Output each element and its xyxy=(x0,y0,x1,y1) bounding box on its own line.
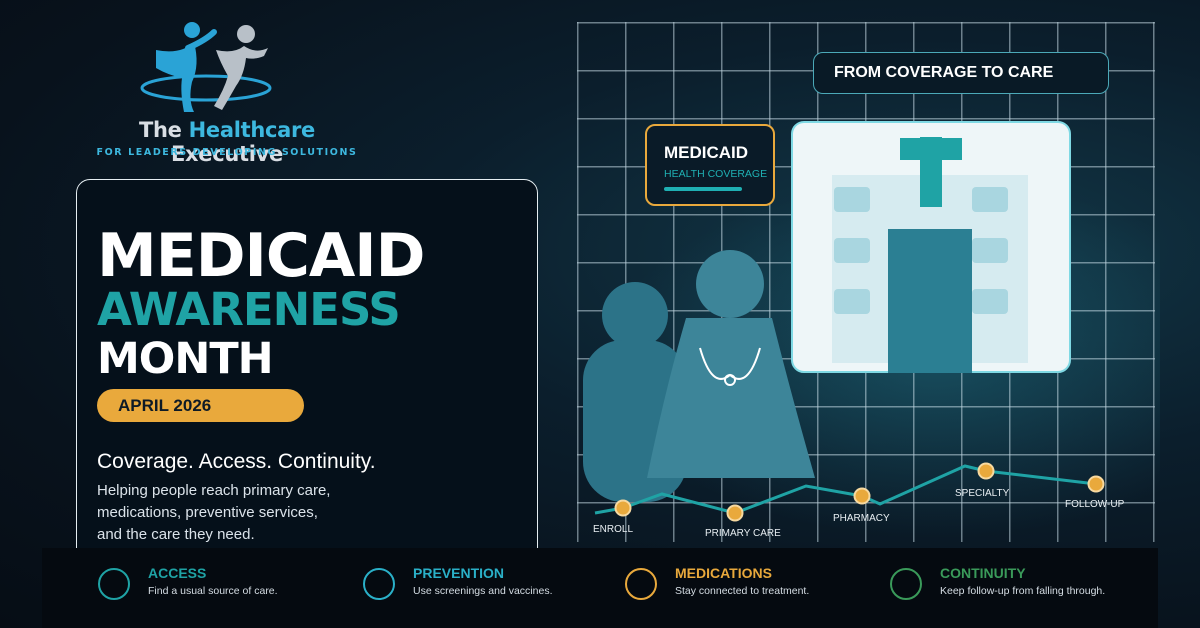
card-subtitle: HEALTH COVERAGE xyxy=(664,168,768,180)
footer-title: ACCESS xyxy=(148,565,207,581)
description-line: medications, preventive services, xyxy=(97,504,318,521)
journey-label-enroll: ENROLL xyxy=(593,524,633,535)
headline-medicaid: MEDICAID xyxy=(97,221,425,291)
footer-bar: ACCESS Find a usual source of care. PREV… xyxy=(42,548,1158,628)
journey-point-pharmacy xyxy=(853,487,871,505)
medications-circle-icon xyxy=(625,568,657,600)
journey-point-primary-care xyxy=(726,504,744,522)
card-title: MEDICAID xyxy=(664,143,749,162)
logo: The Healthcare Executive FOR LEADERS DEV… xyxy=(96,20,358,170)
footer-desc: Keep follow-up from falling through. xyxy=(940,585,1106,597)
prevention-circle-icon xyxy=(363,568,395,600)
tagline: Coverage. Access. Continuity. xyxy=(97,450,376,473)
footer-desc: Find a usual source of care. xyxy=(148,585,278,597)
date-badge: APRIL 2026 xyxy=(97,389,304,422)
journey-point-specialty xyxy=(977,462,995,480)
footer-title: PREVENTION xyxy=(413,565,505,581)
journey-line xyxy=(594,464,1097,515)
logo-title: The Healthcare Executive xyxy=(138,118,316,166)
card-accent-bar xyxy=(664,187,742,191)
journey-label-specialty: SPECIALTY xyxy=(955,488,1010,499)
coverage-banner: FROM COVERAGE TO CARE xyxy=(813,52,1109,94)
description: Helping people reach primary care, medic… xyxy=(97,480,427,546)
journey-point-enroll xyxy=(614,499,632,517)
footer-title: CONTINUITY xyxy=(940,565,1026,581)
continuity-circle-icon xyxy=(890,568,922,600)
medicaid-card: MEDICAID HEALTH COVERAGE xyxy=(645,124,775,206)
description-line: and the care they need. xyxy=(97,526,255,543)
logo-subtitle: FOR LEADERS DEVELOPING SOLUTIONS xyxy=(96,147,358,158)
journey-label-primary-care: PRIMARY CARE xyxy=(705,528,781,539)
journey-points xyxy=(614,462,1105,522)
journey-point-follow-up xyxy=(1087,475,1105,493)
description-line: Helping people reach primary care, xyxy=(97,482,331,499)
headline-month: MONTH xyxy=(97,334,274,384)
journey-label-follow-up: FOLLOW-UP xyxy=(1065,499,1125,510)
journey-label-pharmacy: PHARMACY xyxy=(833,513,890,524)
footer-desc: Stay connected to treatment. xyxy=(675,585,810,597)
access-circle-icon xyxy=(98,568,130,600)
headline-panel xyxy=(76,179,538,571)
hospital-icon xyxy=(791,121,1071,373)
footer-desc: Use screenings and vaccines. xyxy=(413,585,553,597)
footer-title: MEDICATIONS xyxy=(675,565,772,581)
doctor-figure-icon xyxy=(647,250,815,478)
logo-figures-icon xyxy=(140,22,272,112)
headline-awareness: AWARENESS xyxy=(97,283,401,336)
